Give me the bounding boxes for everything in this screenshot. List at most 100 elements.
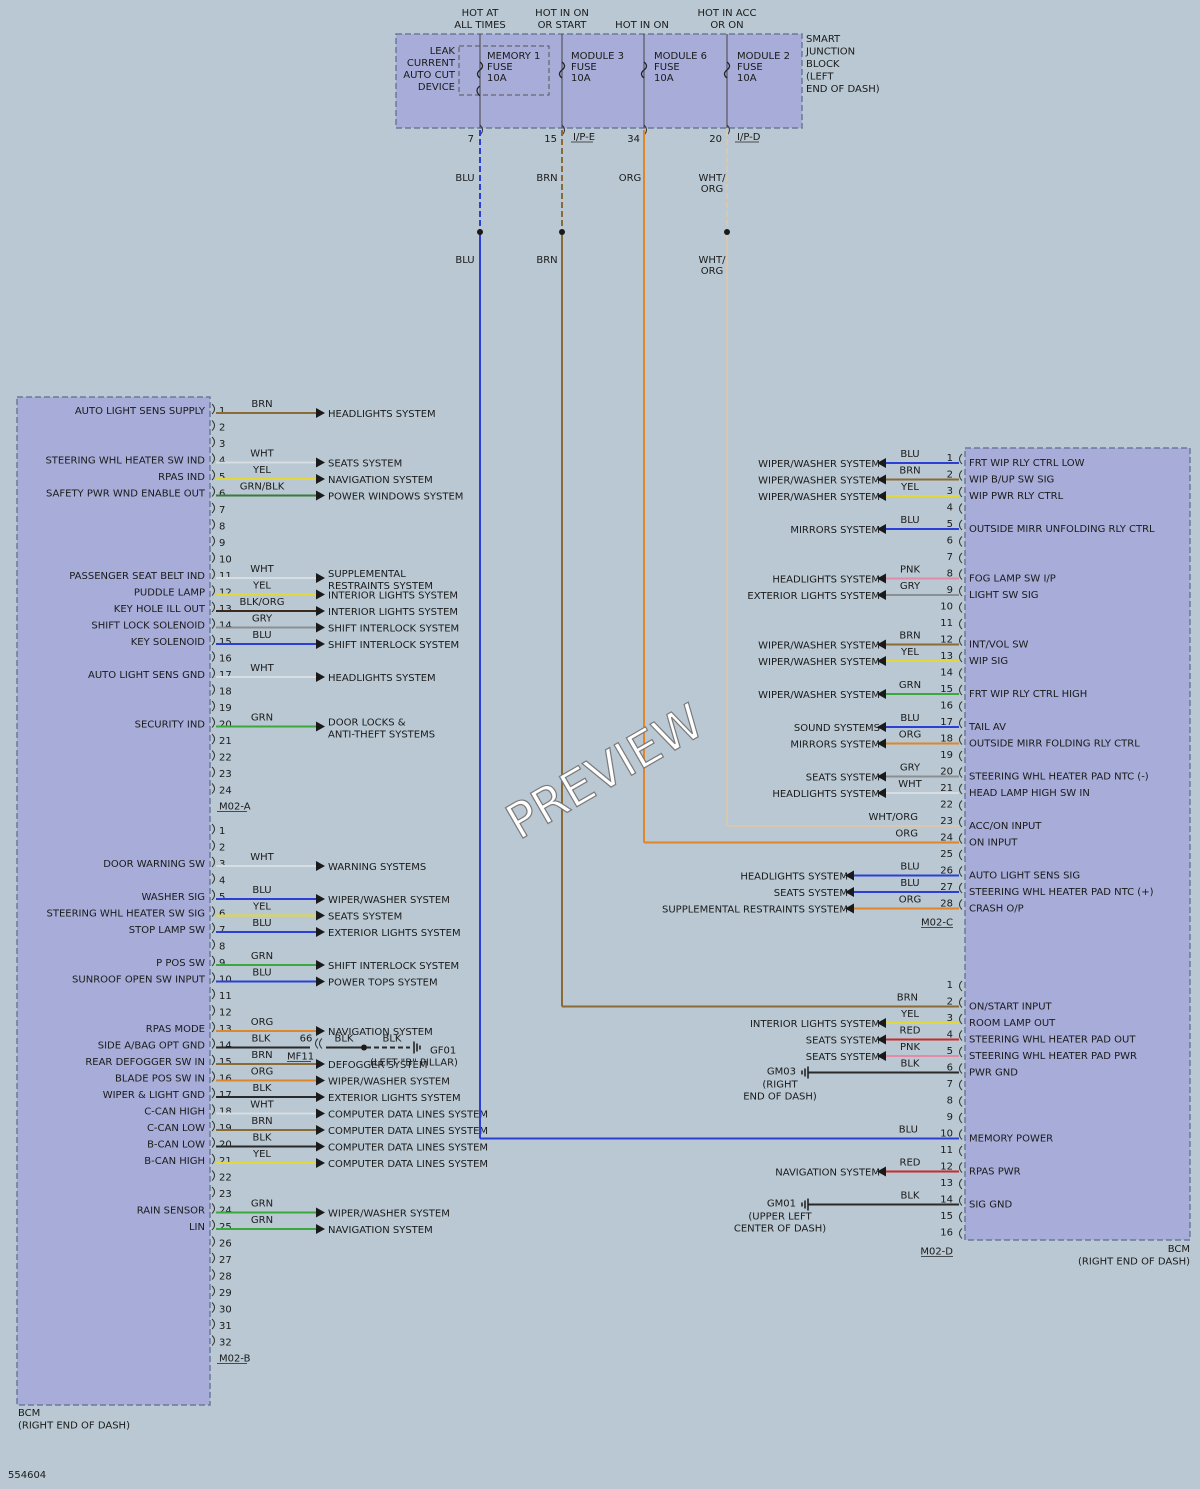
preview-watermark: PREVIEW: [497, 694, 713, 851]
signal-label: AUTO LIGHT SENS SUPPLY: [75, 406, 206, 417]
pin-number: 26: [940, 866, 953, 877]
fuse-label: FUSE: [737, 62, 763, 73]
fuse-label: 10A: [654, 73, 674, 84]
pin-tick: [959, 1079, 963, 1091]
arrow-right: [316, 1158, 325, 1168]
pin-number: 27: [219, 1255, 232, 1266]
wire-color-label: BLK: [901, 1059, 920, 1070]
pin-tick: [211, 1285, 215, 1297]
pin-tick: [959, 800, 963, 811]
pin-number: 22: [219, 753, 232, 764]
ground-location: (LEFT "B" PILLAR): [370, 1058, 458, 1069]
destination-system: SEATS SYSTEM: [774, 888, 848, 899]
fuse-symbol: [640, 61, 648, 79]
pin-tick: [959, 1013, 963, 1025]
pin-number: 12: [940, 1162, 953, 1173]
pin-number: 9: [947, 1112, 953, 1123]
junction-block-label: BLOCK: [806, 59, 840, 70]
pin-tick: [211, 1236, 215, 1247]
pin-tick: [959, 668, 963, 679]
pin-number: 6: [219, 909, 225, 920]
pin-tick: [211, 634, 215, 646]
pin-tick: [959, 1112, 963, 1124]
pin-number: 20: [219, 720, 232, 731]
pin-number: 2: [947, 997, 953, 1008]
pin-tick: [211, 436, 215, 448]
connector-m02-d: M02-D: [920, 1247, 953, 1258]
pin-tick: [211, 1021, 215, 1033]
pin-tick: [211, 403, 215, 415]
pin-tick: [211, 922, 215, 934]
signal-label: STEERING WHL HEATER PAD NTC (+): [969, 887, 1154, 898]
pin-number: 16: [940, 1228, 953, 1239]
destination-system: NAVIGATION SYSTEM: [328, 475, 433, 486]
pin-number: 24: [940, 833, 953, 844]
pin-number: 30: [219, 1305, 232, 1316]
wire-color-label: BRN: [536, 255, 557, 266]
connector-pin: 66: [300, 1034, 313, 1045]
wire-color-label: ORG: [619, 173, 642, 184]
pin-tick: [959, 651, 963, 663]
signal-label: PUDDLE LAMP: [134, 588, 205, 599]
splice-dot: [724, 229, 730, 235]
fuse-label: 10A: [487, 73, 507, 84]
pin-tick: [211, 469, 215, 481]
pin-number: 29: [219, 1288, 232, 1299]
ground-name: GM03: [767, 1067, 796, 1078]
pin-number: 3: [947, 1013, 953, 1024]
arrow-left: [845, 887, 854, 897]
wire-color-label: YEL: [900, 1009, 919, 1020]
connector-m02-b: M02-B: [219, 1354, 251, 1365]
pin-number: 1: [219, 826, 225, 837]
wire-color-label: WHT: [898, 779, 922, 790]
pin-tick: [211, 502, 215, 514]
pin-number: 2: [947, 470, 953, 481]
arrow-right: [316, 861, 325, 871]
pin-number: 15: [940, 1211, 953, 1222]
fuse-label: MEMORY 1: [487, 51, 540, 62]
wire-color-label: RED: [900, 1026, 921, 1037]
junction-block-pin: 7: [468, 134, 474, 145]
pin-number: 4: [219, 876, 225, 887]
destination-system: SHIFT INTERLOCK SYSTEM: [328, 961, 459, 972]
pin-number: 6: [947, 536, 953, 547]
arrow-left: [877, 590, 886, 600]
fuse-label: MODULE 3: [571, 51, 624, 62]
arrow-right: [316, 639, 325, 649]
wire-color-label: BLK: [252, 1034, 271, 1045]
signal-label: STEERING WHL HEATER SW IND: [45, 456, 205, 467]
pin-number: 3: [947, 486, 953, 497]
connector-m02-a: M02-A: [219, 802, 251, 813]
pin-tick: [211, 1186, 215, 1198]
pin-number: 23: [219, 769, 232, 780]
pin-number: 8: [219, 522, 225, 533]
destination-system: WIPER/WASHER SYSTEM: [758, 476, 880, 487]
pin-tick: [959, 519, 963, 531]
destination-system: WIPER/WASHER SYSTEM: [758, 690, 880, 701]
pin-tick: [211, 1302, 215, 1313]
pin-tick: [211, 906, 215, 917]
pin-tick: [959, 585, 963, 597]
pin-tick: [959, 734, 963, 745]
destination-system: ANTI-THEFT SYSTEMS: [328, 730, 435, 741]
pin-number: 4: [947, 503, 953, 514]
wire-color-label: BRN: [897, 993, 918, 1004]
signal-label: AUTO LIGHT SENS SIG: [969, 871, 1080, 882]
arrow-left: [877, 738, 886, 749]
pin-tick: [959, 899, 963, 910]
wire-color-label: YEL: [252, 581, 271, 592]
pin-number: 6: [219, 489, 225, 500]
arrow-left: [877, 656, 886, 666]
destination-system: SHIFT INTERLOCK SYSTEM: [328, 624, 459, 635]
connector-m02-c: M02-C: [921, 918, 953, 929]
destination-system: SEATS SYSTEM: [328, 459, 402, 470]
ground-location: CENTER OF DASH): [734, 1224, 826, 1235]
power-header: HOT IN ON: [615, 20, 669, 31]
pin-number: 9: [947, 585, 953, 596]
pin-number: 19: [940, 750, 953, 761]
pin-tick: [959, 1162, 963, 1173]
wire-color-label: BRN: [251, 1050, 272, 1061]
destination-system: EXTERIOR LIGHTS SYSTEM: [747, 591, 880, 602]
arrow-right: [316, 1059, 325, 1069]
destination-system: SEATS SYSTEM: [806, 1036, 880, 1047]
